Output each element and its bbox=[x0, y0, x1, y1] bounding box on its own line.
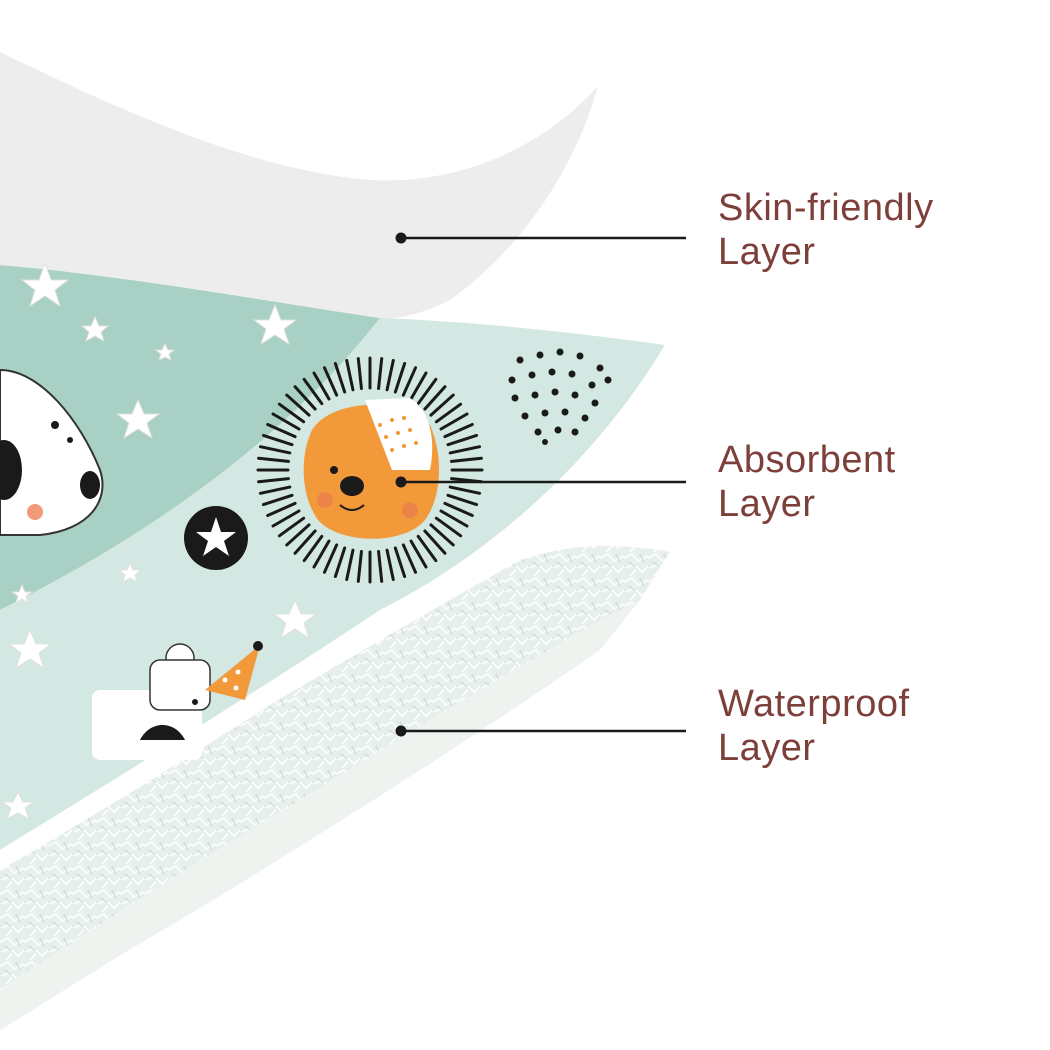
lion-icon bbox=[256, 356, 484, 584]
dots-icon bbox=[508, 348, 612, 445]
leader-waterproof bbox=[395, 725, 686, 737]
callout-absorbent-line1: Absorbent bbox=[718, 439, 896, 481]
star-icon bbox=[0, 261, 318, 821]
mouse-icon bbox=[92, 641, 263, 760]
callout-absorbent: Absorbent Layer bbox=[718, 438, 896, 526]
star-badge-icon bbox=[184, 506, 248, 570]
leader-skin-friendly bbox=[395, 232, 686, 244]
callout-waterproof-line1: Waterproof bbox=[718, 683, 910, 725]
callout-absorbent-line2: Layer bbox=[718, 483, 816, 525]
callout-waterproof-line2: Layer bbox=[718, 727, 816, 769]
leader-absorbent bbox=[395, 476, 686, 488]
bear-icon bbox=[0, 368, 104, 536]
callout-skin-friendly: Skin-friendly Layer bbox=[718, 186, 934, 274]
waterproof-layer bbox=[0, 545, 670, 990]
skin-friendly-layer bbox=[0, 52, 598, 319]
callout-skin-friendly-line1: Skin-friendly bbox=[718, 187, 934, 229]
absorbent-layer-edge bbox=[0, 265, 380, 610]
callout-waterproof: Waterproof Layer bbox=[718, 682, 910, 770]
callout-skin-friendly-line2: Layer bbox=[718, 231, 816, 273]
